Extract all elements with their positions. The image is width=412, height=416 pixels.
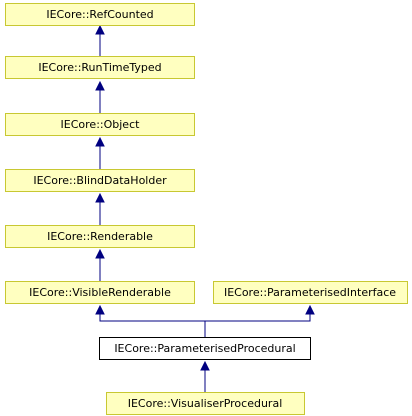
arrow-icon [305, 304, 315, 315]
node-label: IECore::RefCounted [46, 8, 153, 21]
node-object[interactable]: IECore::Object [5, 113, 195, 136]
arrow-icon [95, 192, 105, 203]
arrow-icon [95, 24, 105, 35]
node-visualiserprocedural[interactable]: IECore::VisualiserProcedural [106, 392, 305, 415]
edges [95, 24, 315, 392]
node-refcounted[interactable]: IECore::RefCounted [5, 3, 195, 26]
arrow-icon [95, 136, 105, 147]
node-runtimetyped[interactable]: IECore::RunTimeTyped [5, 56, 195, 79]
node-parameterisedinterface[interactable]: IECore::ParameterisedInterface [213, 281, 408, 304]
node-label: IECore::ParameterisedInterface [224, 286, 396, 299]
node-label: IECore::ParameterisedProcedural [114, 342, 295, 355]
node-label: IECore::Renderable [47, 230, 153, 243]
node-blinddataholder[interactable]: IECore::BlindDataHolder [5, 169, 195, 192]
node-visiblerenderable[interactable]: IECore::VisibleRenderable [5, 281, 195, 304]
edge-procedural-visiblerenderable [99, 312, 206, 337]
node-renderable[interactable]: IECore::Renderable [5, 225, 195, 248]
node-parameterisedprocedural: IECore::ParameterisedProcedural [99, 337, 311, 360]
arrow-icon [95, 80, 105, 91]
arrow-icon [95, 304, 105, 315]
node-label: IECore::VisibleRenderable [29, 286, 171, 299]
node-label: IECore::BlindDataHolder [33, 174, 167, 187]
node-label: IECore::RunTimeTyped [38, 61, 161, 74]
node-label: IECore::Object [61, 118, 141, 131]
arrow-icon [200, 360, 210, 371]
arrow-icon [95, 248, 105, 259]
node-label: IECore::VisualiserProcedural [128, 397, 283, 410]
edge-procedural-parameterisedinterface [205, 312, 311, 322]
